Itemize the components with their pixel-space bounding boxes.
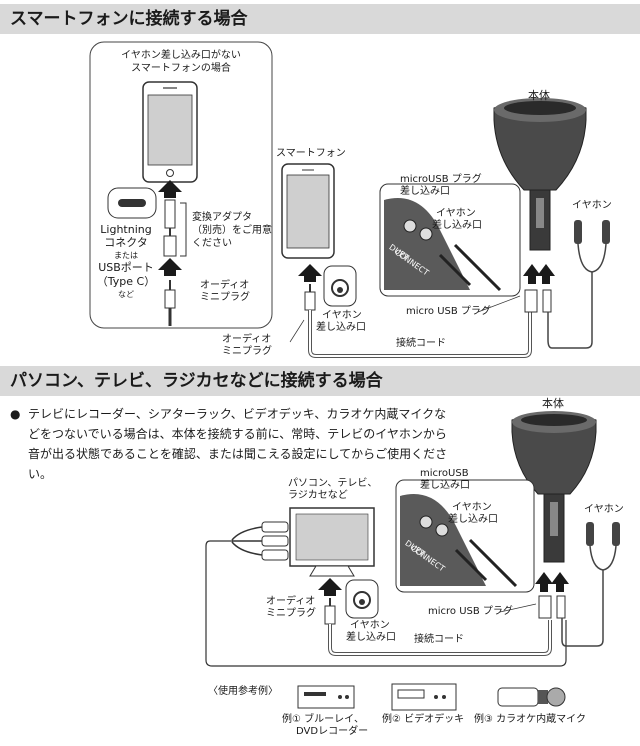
micro-usb-jack-label-line1: microUSB プラグ bbox=[400, 174, 482, 185]
example2-label: 例② ビデオデッキ bbox=[382, 714, 465, 725]
adapter-callout-box bbox=[89, 41, 273, 329]
arrow-up-icon bbox=[158, 258, 182, 276]
audio-mini-plug-illustration bbox=[164, 280, 176, 326]
pc-tv-label-line1: パソコン、テレビ、 bbox=[288, 478, 378, 489]
earphone-label: イヤホン bbox=[584, 504, 624, 515]
device-closeup-inset bbox=[395, 479, 535, 593]
example1-line2: DVDレコーダー bbox=[296, 726, 369, 737]
callout-title-line2: スマートフォンの場合 bbox=[131, 63, 231, 74]
micro-usb-jack-label-line2: 差し込み口 bbox=[400, 186, 450, 197]
earphone-jack-icon bbox=[345, 579, 379, 619]
bluray-recorder-icon bbox=[297, 685, 355, 709]
earphone-jack-label-line1: イヤホン bbox=[350, 620, 390, 631]
micro-usb-plug-illustration bbox=[538, 595, 552, 619]
earphone-label: イヤホン bbox=[572, 200, 612, 211]
example1-line1: 例① ブルーレイ、 bbox=[282, 714, 364, 725]
usb-port-label-line1: USBポート bbox=[98, 261, 154, 274]
callout-title-line1: イヤホン差し込み口がない bbox=[121, 50, 241, 61]
earphone-plug-illustration bbox=[556, 595, 566, 619]
audio-plug-label-line1: オーディオ bbox=[200, 280, 250, 291]
etc-text: など bbox=[118, 290, 134, 299]
device-jack-label-line2: 差し込み口 bbox=[432, 220, 482, 231]
earphone-illustration bbox=[547, 220, 610, 349]
device-jack-label-line2: 差し込み口 bbox=[448, 514, 498, 525]
tv-illustration bbox=[289, 507, 375, 577]
rca-plug-illustration bbox=[205, 521, 567, 667]
bullet-mark: ● bbox=[10, 407, 21, 421]
note-paragraph: ● テレビにレコーダー、シアターラック、ビデオデッキ、カラオケ内蔵マイクなどをつ… bbox=[10, 404, 450, 484]
smartphone-illustration bbox=[281, 163, 335, 259]
earphone-jack-label-line1: イヤホン bbox=[322, 310, 362, 321]
adapter-note-line2: （別売）をご用意 bbox=[192, 225, 272, 236]
iphone-illustration bbox=[142, 81, 198, 183]
audio-plug-label-line2: ミニプラグ bbox=[200, 292, 250, 303]
device-label: 本体 bbox=[528, 89, 550, 102]
arrow-up-icon bbox=[551, 572, 569, 592]
micro-usb-jack-label-line2: 差し込み口 bbox=[420, 480, 470, 491]
audio-plug-label-line1: オーディオ bbox=[266, 596, 316, 607]
video-deck-icon bbox=[391, 683, 457, 711]
device-jack-label-line1: イヤホン bbox=[436, 208, 476, 219]
audio-plug-illustration bbox=[304, 284, 316, 311]
cable-label: 接続コード bbox=[396, 338, 446, 349]
example3-label: 例③ カラオケ内蔵マイク bbox=[474, 714, 586, 725]
lightning-connector-icon bbox=[107, 187, 157, 219]
earphone-jack-label-line2: 差し込み口 bbox=[346, 632, 396, 643]
device-jack-label-line1: イヤホン bbox=[452, 502, 492, 513]
adapter-illustration bbox=[163, 199, 177, 257]
micro-usb-plug-label: micro USB プラグ bbox=[406, 306, 491, 317]
arrow-up-icon bbox=[523, 264, 541, 284]
adapter-note-line3: ください bbox=[192, 238, 232, 249]
earphone-jack-icon bbox=[323, 265, 357, 307]
device-label: 本体 bbox=[542, 397, 564, 410]
adapter-note-line1: 変換アダプタ bbox=[192, 212, 252, 223]
device-illustration bbox=[493, 98, 587, 251]
earphone-plug-illustration bbox=[542, 289, 552, 313]
pc-tv-label-line2: ラジカセなど bbox=[288, 490, 348, 501]
karaoke-mic-icon bbox=[497, 687, 566, 707]
usb-port-label-line2: （Type C） bbox=[96, 275, 156, 288]
cable-label: 接続コード bbox=[414, 634, 464, 645]
micro-usb-plug-illustration bbox=[524, 289, 538, 313]
micro-usb-jack-label-line1: microUSB bbox=[420, 468, 469, 479]
audio-plug-label-line2: ミニプラグ bbox=[266, 608, 316, 619]
adapter-bracket bbox=[180, 202, 187, 257]
audio-plug2-label-line1: オーディオ bbox=[222, 334, 272, 345]
micro-usb-plug-label: micro USB プラグ bbox=[428, 606, 513, 617]
arrow-up-icon bbox=[318, 578, 342, 596]
device-closeup-inset bbox=[379, 183, 521, 297]
arrow-up-icon bbox=[298, 264, 322, 282]
section-title-smartphone: スマートフォンに接続する場合 bbox=[0, 4, 640, 34]
section-title-pc-tv: パソコン、テレビ、ラジカセなどに接続する場合 bbox=[0, 366, 640, 396]
or-text: または bbox=[114, 251, 138, 260]
audio-plug2-label-line2: ミニプラグ bbox=[222, 346, 272, 357]
arrow-up-icon bbox=[535, 572, 553, 592]
note-text: テレビにレコーダー、シアターラック、ビデオデッキ、カラオケ内蔵マイクなどをつない… bbox=[28, 407, 448, 481]
arrow-up-icon bbox=[158, 180, 182, 198]
earphone-jack-label-line2: 差し込み口 bbox=[316, 322, 366, 333]
earphone-illustration bbox=[561, 522, 620, 647]
example-header: 〈使用参考例〉 bbox=[208, 686, 278, 697]
lightning-label-line2: コネクタ bbox=[104, 236, 148, 249]
audio-plug-illustration bbox=[324, 598, 336, 625]
device-illustration bbox=[511, 411, 597, 563]
lightning-label-line1: Lightning bbox=[100, 223, 152, 236]
arrow-up-icon bbox=[537, 264, 555, 284]
smartphone-label: スマートフォン bbox=[276, 148, 346, 159]
